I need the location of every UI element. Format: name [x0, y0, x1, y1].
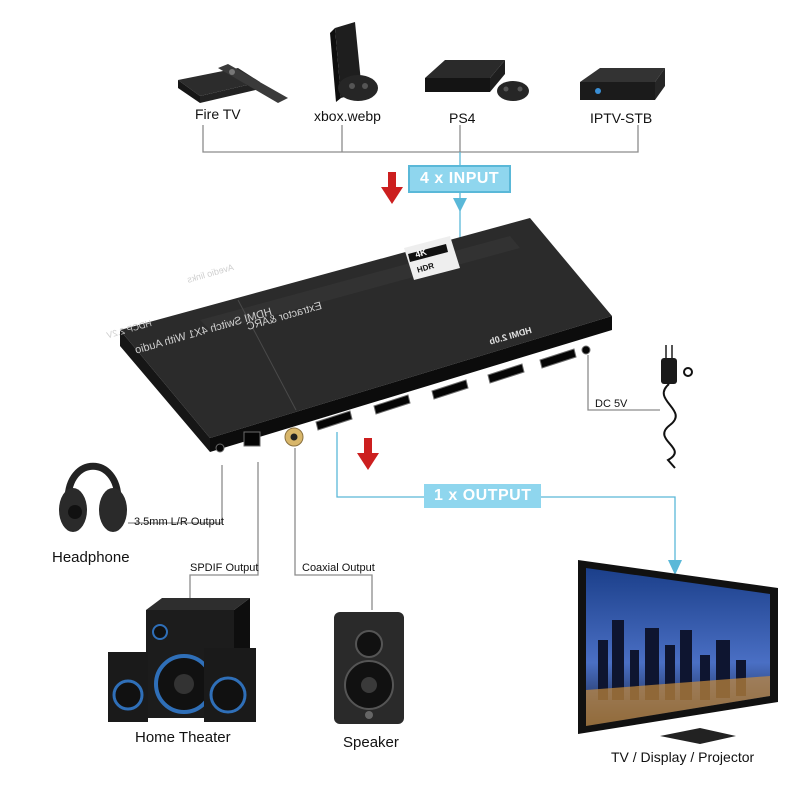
headphone-connector-label: 3.5mm L/R Output: [134, 516, 224, 528]
input-label-xbox: xbox.webp: [314, 108, 381, 124]
input-label-fire-tv: Fire TV: [195, 106, 241, 122]
red-arrow-input: [381, 172, 403, 204]
input-label-ps4: PS4: [449, 110, 476, 126]
red-arrow-output: [357, 438, 379, 470]
headphone-label: Headphone: [52, 549, 130, 566]
iptv-stb-icon: [580, 68, 665, 100]
xbox-icon: [330, 22, 378, 102]
fire-tv-icon: [178, 64, 288, 103]
power-label: DC 5V: [595, 398, 628, 410]
speaker-label: Speaker: [343, 734, 399, 751]
tv-label: TV / Display / Projector: [611, 749, 755, 765]
input-banner: 4 x INPUT: [408, 165, 512, 193]
output-banner: 1 x OUTPUT: [424, 484, 542, 508]
ps4-icon: [425, 60, 529, 101]
coaxial-connector-label: Coaxial Output: [302, 562, 375, 574]
home-theater-label: Home Theater: [135, 729, 231, 746]
input-label-iptv: IPTV-STB: [590, 110, 653, 126]
spdif-connector-label: SPDIF Output: [190, 562, 259, 574]
